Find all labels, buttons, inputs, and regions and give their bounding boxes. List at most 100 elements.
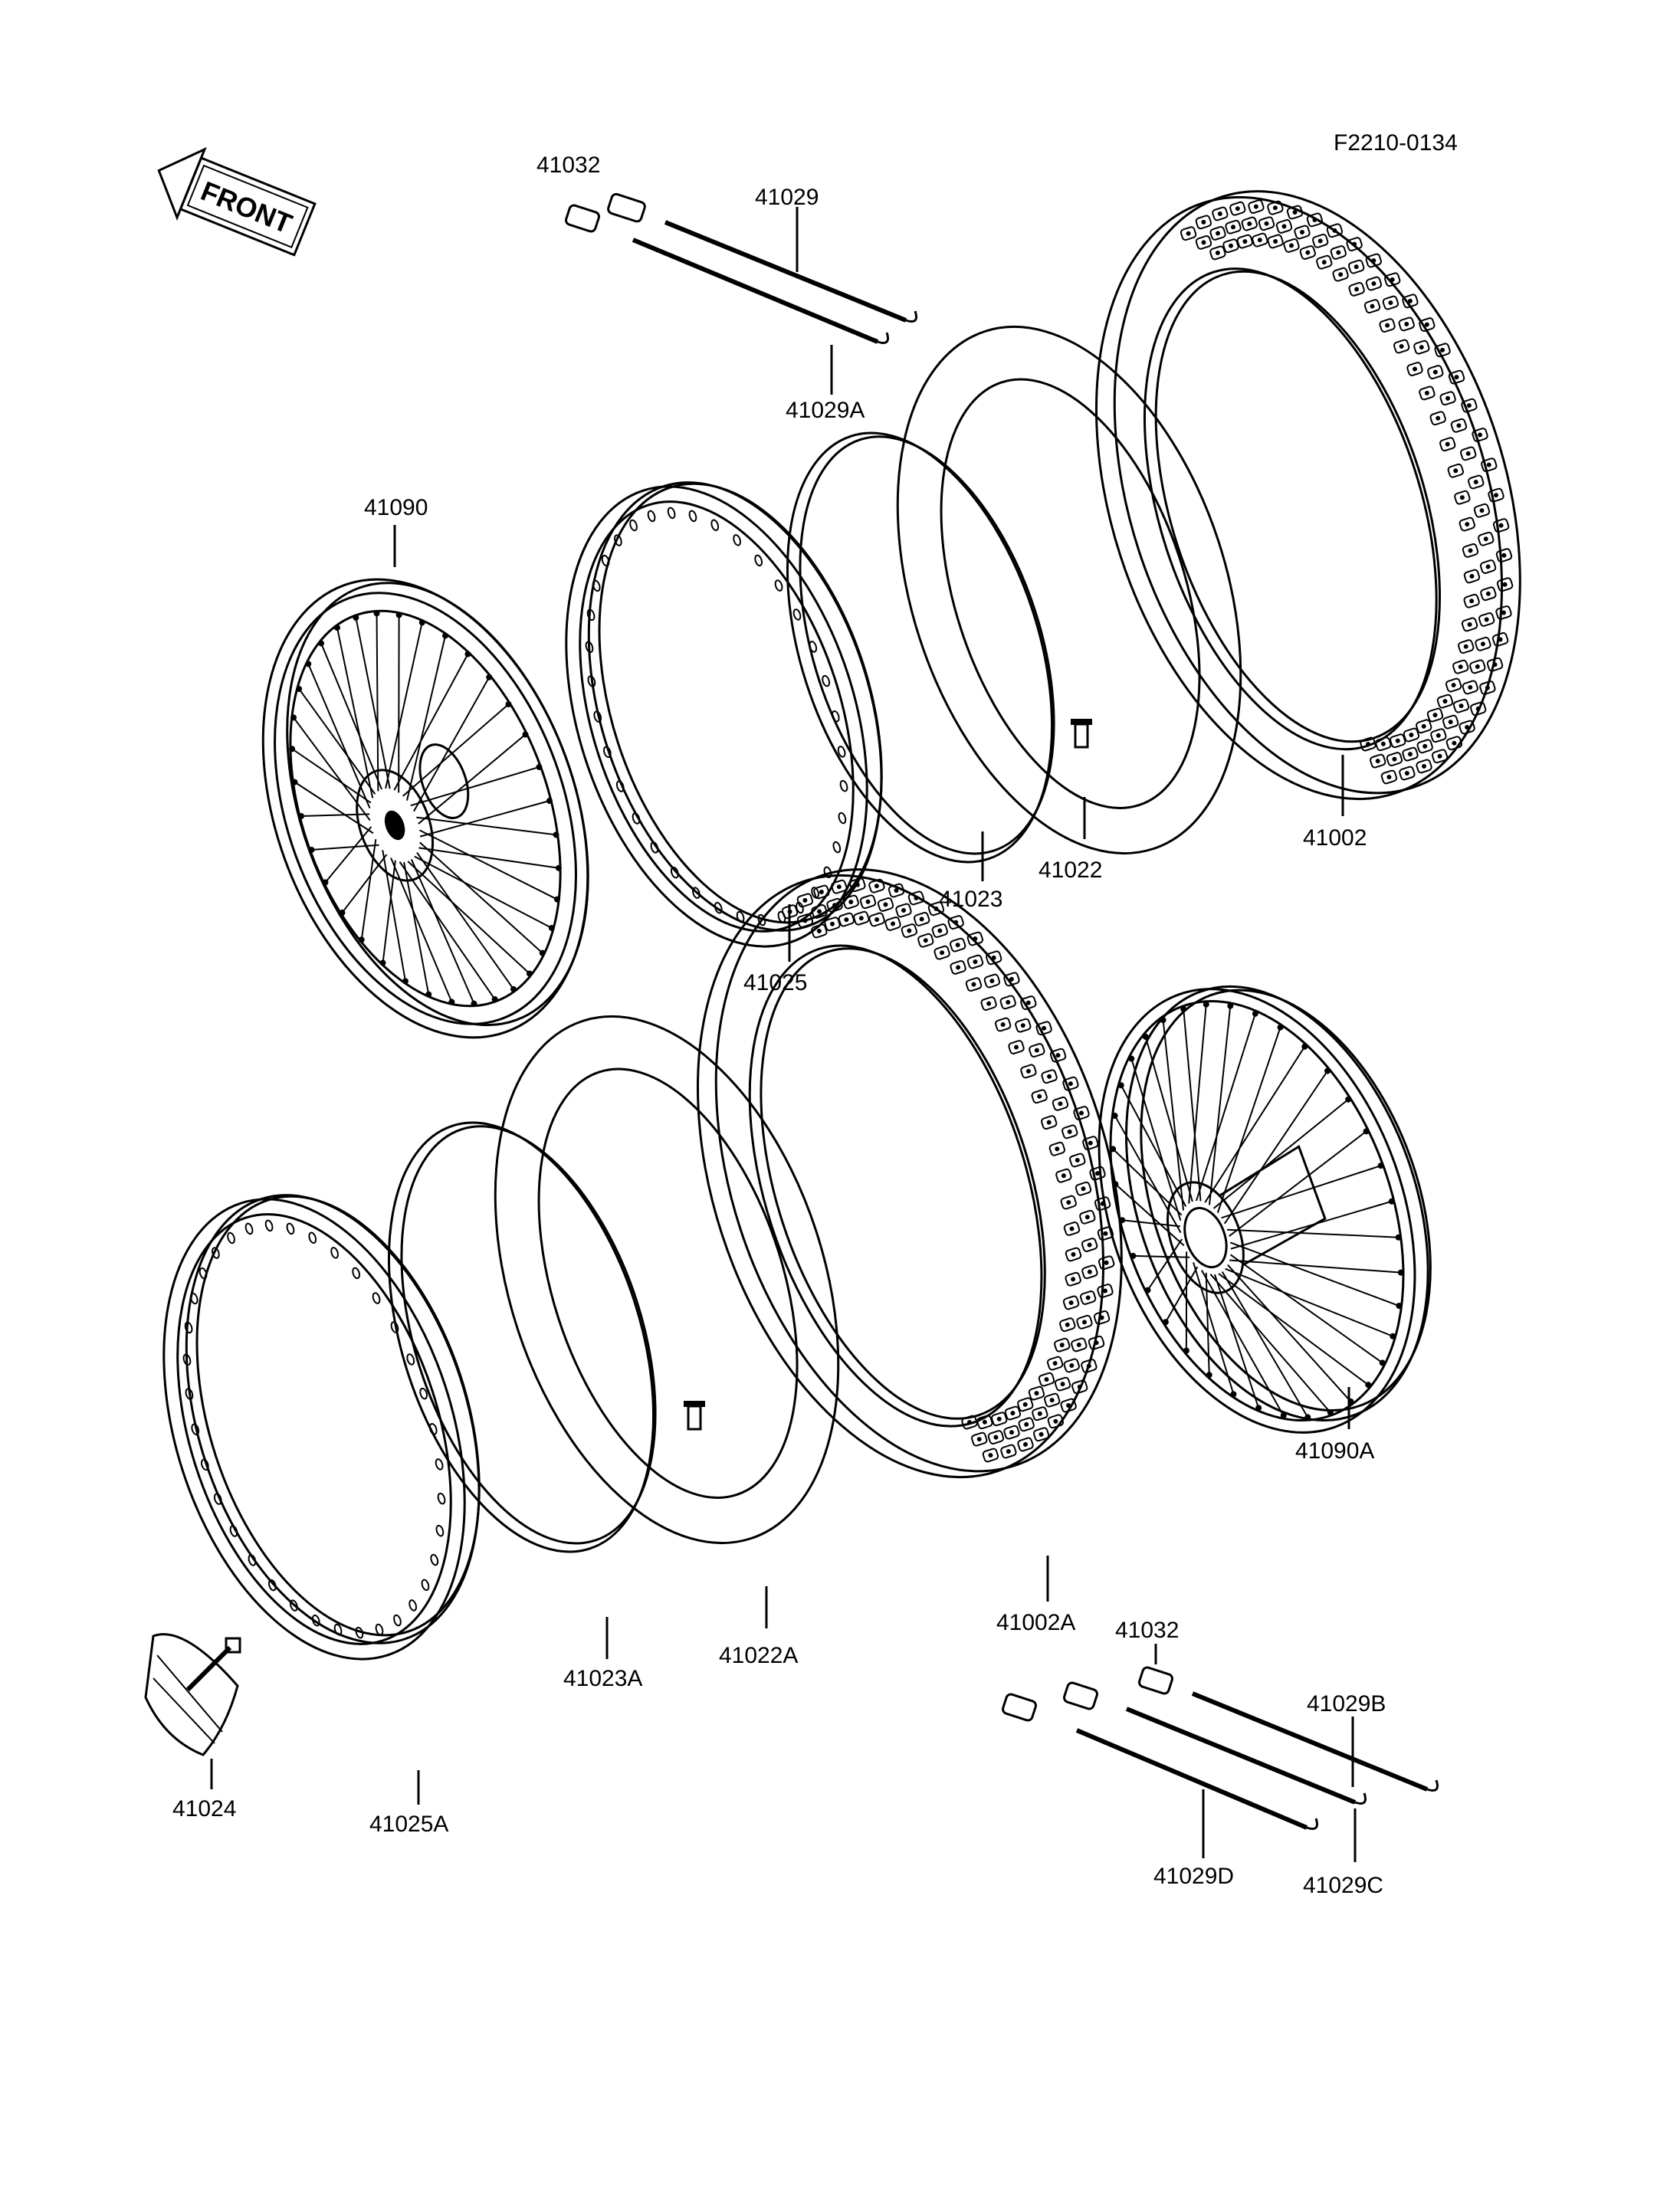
label-41025A: 41025A [369,1812,448,1837]
spoke [1122,1219,1181,1228]
tread-dot [817,909,822,914]
figure-code: F2210-0134 [1334,130,1458,156]
tread-dot [1299,229,1304,234]
tread-dot [865,899,871,904]
tread-block [842,894,859,910]
tread-block [1020,1064,1037,1079]
spoke-hole [823,866,832,879]
spokes-bottom [1075,1691,1439,1830]
tread-block [1463,593,1480,608]
tread-dot [1485,564,1491,569]
tread-block [1283,238,1300,253]
spoke [320,643,382,790]
tread-block [877,897,894,912]
tread-block [1017,1437,1034,1452]
tread-block [1063,1221,1081,1236]
tyre-41002A [697,868,1123,1479]
spoke-hole [184,1321,193,1334]
tread-block [1267,200,1284,215]
tread-dot [1228,243,1233,248]
tread-dot [1055,1053,1061,1058]
spoke [294,781,374,835]
tread-block [980,996,997,1011]
tread-block [1048,1141,1065,1156]
tread-dot [1469,573,1475,579]
tread-block [931,923,949,938]
nipple [1324,1067,1331,1074]
spoke-hole [585,641,594,654]
nipple [1280,1412,1287,1419]
tread-dot [1186,231,1191,236]
tread-dot [940,950,945,956]
tread-dot [1081,1186,1086,1192]
tread-block [1093,1310,1111,1325]
nipple [1111,1112,1118,1119]
spoke-hole [822,674,831,687]
tread-dot [1375,759,1380,764]
tread-block [1046,1356,1064,1371]
label-41002: 41002 [1303,825,1367,851]
tread-dot [1067,1129,1072,1134]
tread-dot [934,906,939,911]
nipple [1365,1382,1372,1389]
tread-block [1495,548,1513,563]
tread-dot [1332,228,1337,233]
tread-dot [1459,703,1464,709]
tread-dot [1065,1322,1070,1327]
tread-block [1079,1209,1096,1225]
tread-block [1416,759,1432,774]
tread-dot [1009,976,1014,982]
tread-dot [1069,1362,1075,1368]
tread-block [1073,1106,1090,1120]
tread-block [1004,1405,1022,1421]
tread-dot [996,1416,1002,1421]
tread-dot [1039,1431,1044,1437]
spoke-hole [792,608,802,621]
tread-block [826,897,843,913]
tread-block [971,1431,988,1447]
tread-block [811,923,828,939]
tread-dot [891,921,896,926]
tread-block [966,931,984,946]
tread-block [1492,518,1510,533]
nipple [1183,1347,1189,1354]
tread-dot [1388,300,1393,306]
nipple [1388,1198,1395,1205]
spoke [1188,1004,1207,1204]
tread-block [1479,559,1497,574]
spoke-nipple-top [565,192,646,233]
tread-dot [1473,479,1478,484]
spoke [1212,1098,1349,1209]
wheel-assembly-41090A [1098,985,1432,1434]
tread-block [1047,1414,1065,1429]
spoke [390,857,453,1002]
tread-dot [1465,522,1470,527]
tread-block [1015,1018,1032,1033]
spoke [1193,1262,1235,1395]
spoke [1221,1165,1381,1219]
label-41023A: 41023A [563,1666,642,1691]
tread-dot [1413,366,1418,372]
spoke [419,800,550,838]
nipple [442,632,449,639]
spoke [1201,1270,1285,1416]
nipple [1379,1359,1386,1366]
tread-dot [1006,999,1011,1005]
spoke-hole [667,507,676,520]
tread-dot [971,982,976,987]
nipple [333,625,340,631]
nipple [1162,1319,1169,1326]
tread-block [1267,234,1284,249]
tread-dot [1502,582,1508,587]
label-41024: 41024 [172,1796,236,1822]
tread-block [1017,1397,1034,1412]
tread-dot [1422,743,1428,749]
tread-dot [1448,720,1453,725]
tread-block [1035,1021,1052,1036]
tread-block [1399,766,1416,781]
spoke-hole [839,779,848,792]
spoke-hole [189,1292,199,1305]
tread-dot [1216,231,1221,236]
tread-block [1029,1043,1045,1058]
tread-block [849,877,866,893]
